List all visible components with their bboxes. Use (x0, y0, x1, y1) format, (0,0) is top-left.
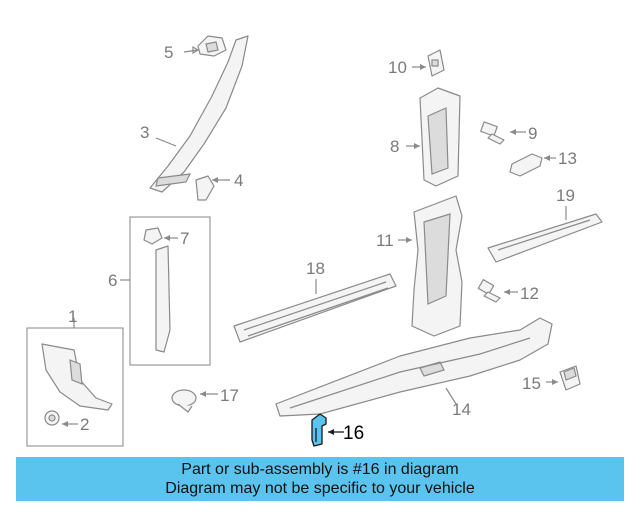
part-10-bracket[interactable] (427, 49, 445, 77)
part-14-rocker-trim[interactable] (275, 317, 553, 417)
callout-18: 18 (306, 259, 325, 278)
info-banner: Part or sub-assembly is #16 in diagram D… (16, 457, 624, 501)
callout-7: 7 (180, 229, 189, 248)
banner-line-2: Diagram may not be specific to your vehi… (165, 480, 475, 497)
callout-10: 10 (388, 58, 407, 77)
callout-8: 8 (390, 137, 399, 156)
callout-14: 14 (452, 400, 471, 419)
part-9-bolt[interactable] (480, 121, 505, 145)
callout-4: 4 (234, 171, 243, 190)
callout-9: 9 (528, 124, 537, 143)
banner-line-1: Part or sub-assembly is #16 in diagram (181, 461, 459, 478)
part-1-group-frame (26, 327, 124, 447)
part-7-clip[interactable] (143, 227, 163, 245)
callout-1: 1 (68, 307, 77, 326)
part-6-group-frame (129, 216, 211, 366)
part-5-clip[interactable] (197, 35, 227, 57)
part-16-highlighted-clip[interactable] (311, 413, 327, 447)
part-19-sill-plate[interactable] (487, 213, 603, 263)
part-4-clip[interactable] (195, 175, 215, 201)
part-11-lower-b-pillar-trim[interactable] (411, 195, 463, 337)
callout-19: 19 (556, 186, 575, 205)
callout-11: 11 (376, 231, 394, 250)
callout-16: 16 (343, 423, 364, 444)
callout-6: 6 (108, 271, 117, 290)
part-15-clip[interactable] (559, 365, 581, 391)
callout-17: 17 (220, 386, 239, 405)
part-8-upper-b-pillar-trim[interactable] (419, 87, 461, 187)
part-18-sill-plate[interactable] (233, 273, 397, 343)
part-12-bolt[interactable] (477, 279, 501, 303)
callout-5: 5 (164, 43, 173, 62)
callout-12: 12 (520, 284, 539, 303)
callout-3: 3 (140, 123, 149, 142)
part-2-clip[interactable] (44, 410, 60, 426)
part-6-b-pillar-lower-trim[interactable] (155, 245, 171, 353)
part-3-a-pillar-trim[interactable] (149, 35, 249, 193)
part-13-cover[interactable] (509, 153, 543, 177)
callout-15: 15 (522, 374, 541, 393)
part-17-grommet[interactable] (171, 389, 197, 413)
parts-diagram: 5 3 4 6 7 1 2 17 (26, 35, 603, 447)
callout-13: 13 (558, 149, 577, 168)
callout-2: 2 (80, 415, 89, 434)
part-1-kick-panel[interactable] (41, 343, 113, 411)
